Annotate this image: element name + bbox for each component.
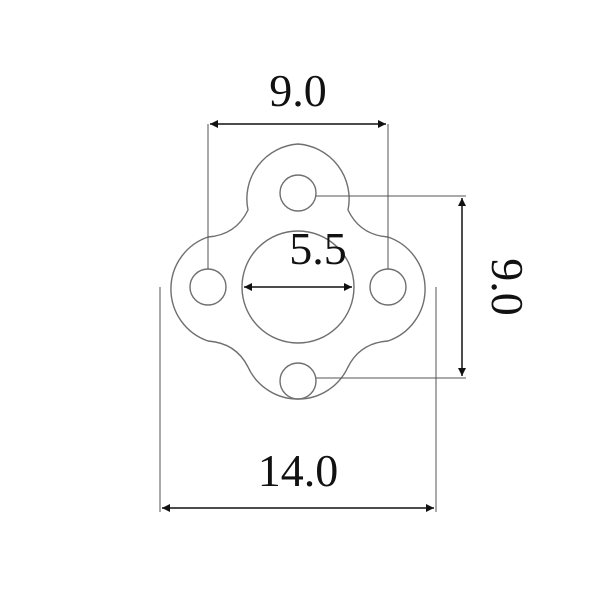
extension-lines — [159, 124, 466, 512]
left-hole — [189, 268, 227, 306]
dimension-label-right: 9.0 — [482, 258, 533, 316]
bottom-hole — [279, 362, 317, 400]
right-hole — [369, 268, 407, 306]
top-hole — [279, 174, 317, 212]
dimension-label-top: 9.0 — [269, 65, 327, 116]
dimension-label-center-hole: 5.5 — [289, 223, 347, 274]
dimension-lines — [162, 120, 466, 512]
holes — [189, 174, 407, 400]
center-hole — [241, 230, 355, 344]
dimension-label-bottom: 14.0 — [258, 445, 339, 496]
